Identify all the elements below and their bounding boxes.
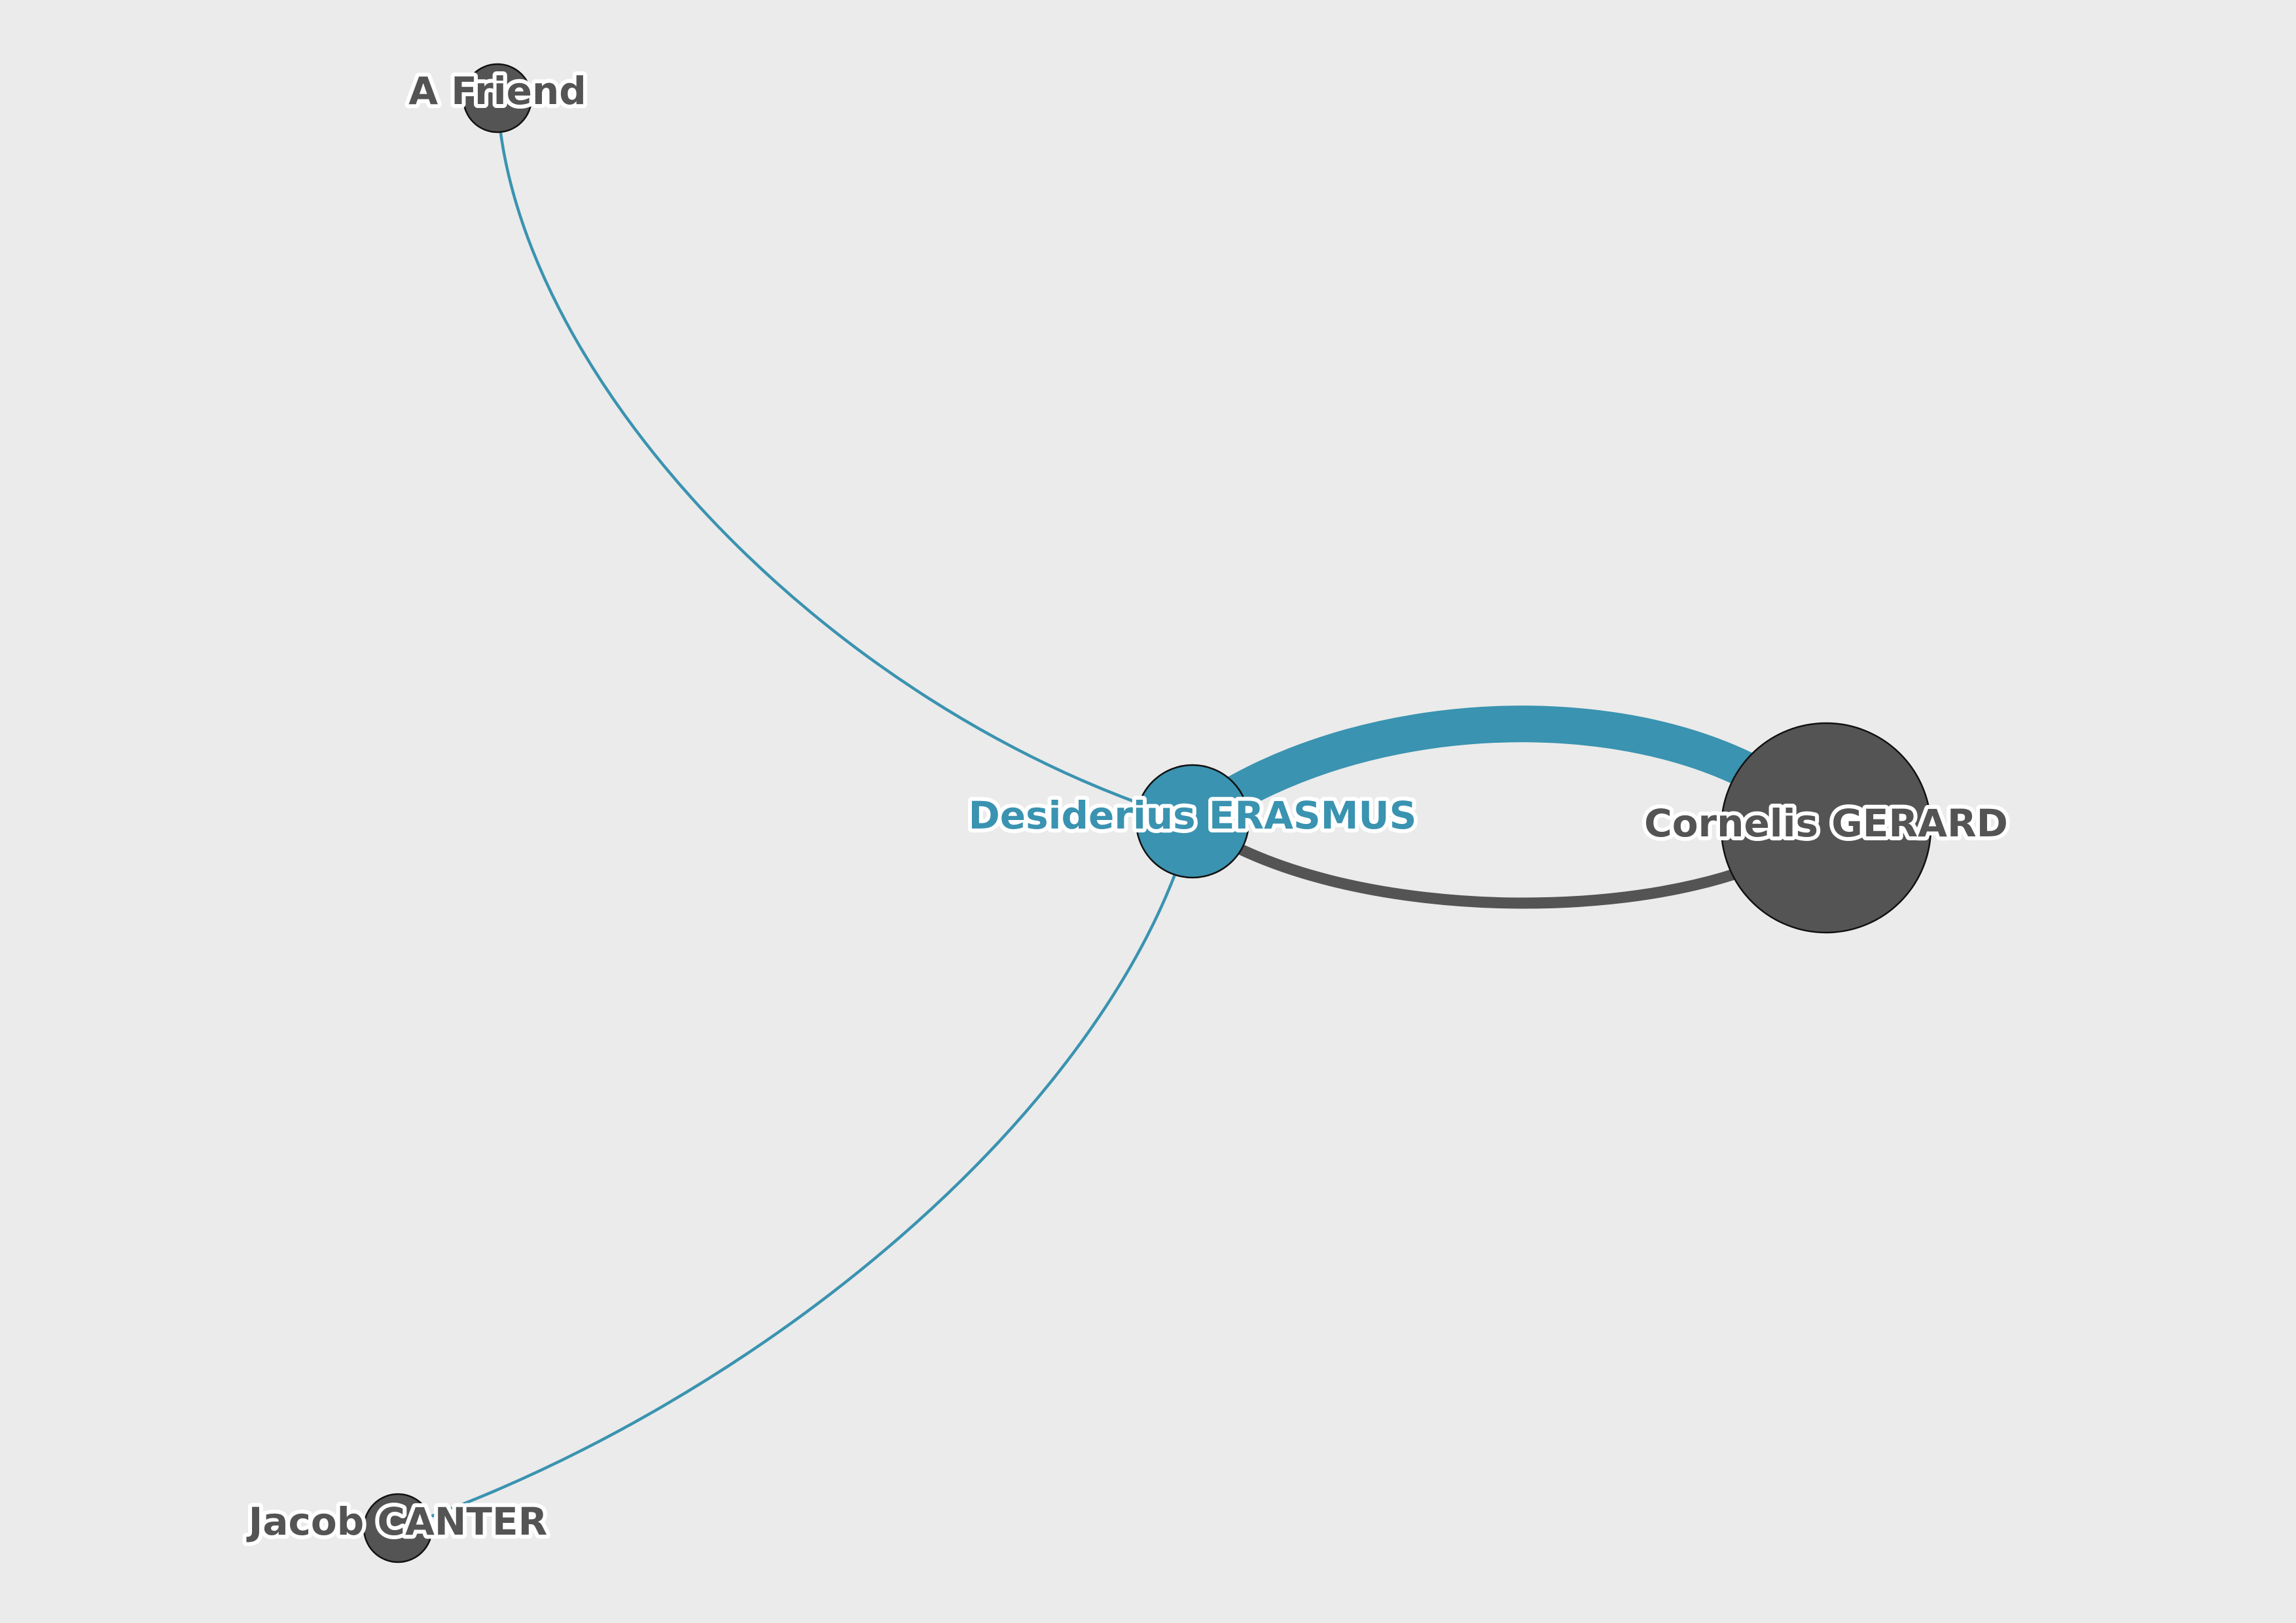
- edge-erasmus-friend[interactable]: [495, 98, 1193, 823]
- node-canter[interactable]: [363, 1493, 433, 1563]
- node-label-gerard: Cornelis GERARD: [1644, 801, 2008, 846]
- node-label-canter: Jacob CANTER: [246, 1499, 548, 1544]
- node-label-friend: A Friend: [408, 69, 586, 113]
- node-erasmus[interactable]: [1135, 764, 1250, 879]
- node-gerard[interactable]: [1720, 722, 1932, 934]
- node-layer: [363, 63, 1932, 1563]
- node-friend[interactable]: [462, 63, 533, 134]
- node-label-erasmus: Desiderius ERASMUS: [969, 793, 1417, 838]
- edge-erasmus-canter[interactable]: [397, 821, 1194, 1530]
